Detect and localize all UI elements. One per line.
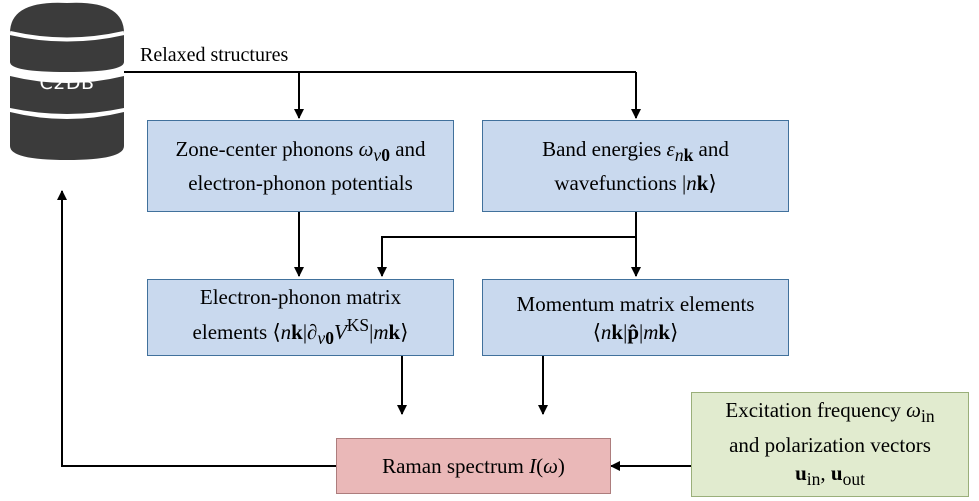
- relaxed-structures-connector: [124, 71, 641, 119]
- phonons-box-line2: electron-phonon potentials: [188, 171, 413, 196]
- bands-box-line2: wavefunctions |nk⟩: [554, 169, 716, 197]
- excitation-box-line2: and polarization vectors: [729, 432, 931, 457]
- bands-box-text-b: and: [698, 136, 729, 161]
- phonon-frequency-symbol: ω: [358, 136, 374, 161]
- momentum-matrix-element-symbol: ⟨nk|p̂|mk⟩: [592, 319, 679, 344]
- raman-box-text: Raman spectrum: [382, 454, 524, 478]
- matrix-to-raman-arrows: [397, 356, 548, 415]
- momentum-matrix-box: Momentum matrix elements ⟨nk|p̂|mk⟩: [482, 279, 789, 356]
- phonons-box-text-a: Zone-center phonons: [175, 136, 354, 161]
- phonons-box-text-b: and: [395, 136, 426, 161]
- bands-box-line1: Band energies εnk and: [542, 136, 729, 166]
- raman-box-line1: Raman spectrum I(ω): [382, 452, 565, 480]
- excitation-box-line1: Excitation frequency ωin: [725, 398, 935, 427]
- phonons-box: Zone-center phonons ων0 and electron-pho…: [147, 120, 454, 212]
- momentum-box-line1: Momentum matrix elements: [516, 291, 755, 316]
- excitation-box-text-a: Excitation frequency: [725, 398, 901, 423]
- band-energy-symbol: ε: [666, 136, 675, 161]
- raman-to-database-arrow: [57, 190, 336, 467]
- bands-to-matrix-arrows: [377, 212, 641, 277]
- polarization-vectors-symbol: uin, uout: [795, 460, 865, 489]
- excitation-frequency-symbol: ω: [906, 398, 921, 423]
- raman-spectrum-box: Raman spectrum I(ω): [336, 438, 611, 494]
- bands-box: Band energies εnk and wavefunctions |nk⟩: [482, 120, 789, 212]
- bands-box-text-c: wavefunctions: [554, 171, 677, 196]
- phonons-box-line1: Zone-center phonons ων0 and: [175, 136, 426, 166]
- bands-box-text-a: Band energies: [542, 136, 662, 161]
- elph-box-line2: elements ⟨nk|∂ν0VKS|mk⟩: [193, 311, 409, 352]
- database-label: C2DB: [39, 72, 95, 94]
- database-icon: [9, 2, 125, 160]
- elph-matrix-box: Electron-phonon matrix elements ⟨nk|∂ν0V…: [147, 279, 454, 356]
- elph-box-line1: Electron-phonon matrix: [199, 284, 402, 309]
- elph-matrix-element-symbol: ⟨nk|∂ν0VKS|mk⟩: [272, 314, 409, 349]
- intensity-symbol: I(ω): [529, 454, 565, 478]
- elph-box-text-a: elements: [192, 319, 268, 344]
- excitation-box: Excitation frequency ωin and polarizatio…: [691, 392, 969, 497]
- relaxed-structures-label: Relaxed structures: [140, 44, 289, 66]
- ket-symbol: |nk⟩: [682, 171, 717, 196]
